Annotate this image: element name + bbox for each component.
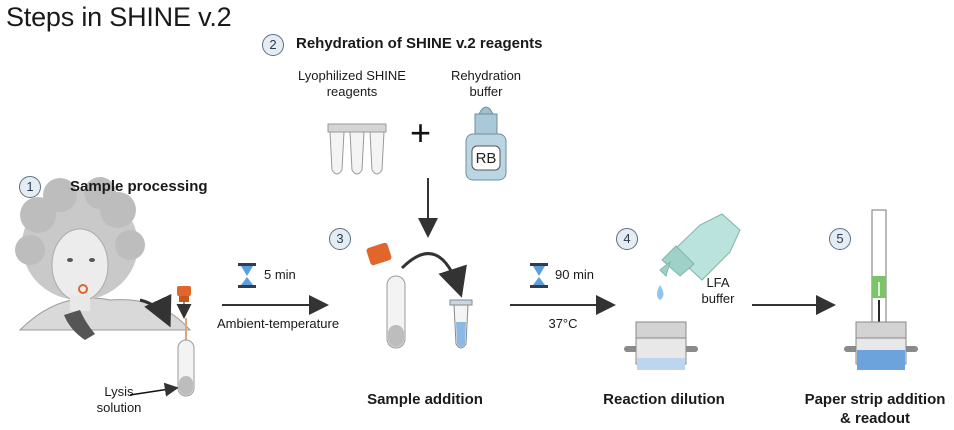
paper-strip-caption: Paper strip addition & readout <box>804 391 946 427</box>
step-2-badge: 2 <box>262 34 284 56</box>
rehydration-buffer-label: Rehydration buffer <box>450 68 522 99</box>
step-1-badge: 1 <box>19 176 41 198</box>
swab-tube <box>176 286 195 397</box>
step-4-badge: 4 <box>616 228 638 250</box>
step-2-heading: Rehydration of SHINE v.2 reagents <box>296 35 543 52</box>
lysis-pointer <box>129 382 179 397</box>
step-5-badge: 5 <box>829 228 851 250</box>
reaction-tube <box>624 321 698 370</box>
sample-addition-caption: Sample addition <box>367 391 483 408</box>
second-time: 90 min <box>555 267 595 282</box>
rehydration-bottle <box>465 106 507 181</box>
lfa-buffer-bottle <box>657 213 741 300</box>
reaction-dilution-caption: Reaction dilution <box>603 391 725 408</box>
lfa-buffer-label: LFA buffer <box>701 275 735 306</box>
curved-arrow <box>139 293 172 328</box>
step-1-heading: Sample processing <box>70 178 208 195</box>
hourglass-icon <box>238 263 256 288</box>
hourglass-icon-2 <box>530 263 548 288</box>
page-title: Steps in SHINE v.2 <box>6 2 232 32</box>
rb-label: RB <box>475 150 497 167</box>
first-condition: Ambient-temperature <box>216 316 340 331</box>
readout-tube <box>844 321 918 370</box>
plus-sign: + <box>410 112 432 153</box>
person-illustration <box>15 177 192 340</box>
first-time: 5 min <box>264 267 296 282</box>
sample-tubes <box>366 242 473 349</box>
second-condition: 37°C <box>548 316 578 331</box>
step-3-badge: 3 <box>329 228 351 250</box>
lyophilized-tubes <box>327 123 387 175</box>
lysis-label: Lysis solution <box>96 384 142 415</box>
lyophilized-label: Lyophilized SHINE reagents <box>298 68 406 99</box>
